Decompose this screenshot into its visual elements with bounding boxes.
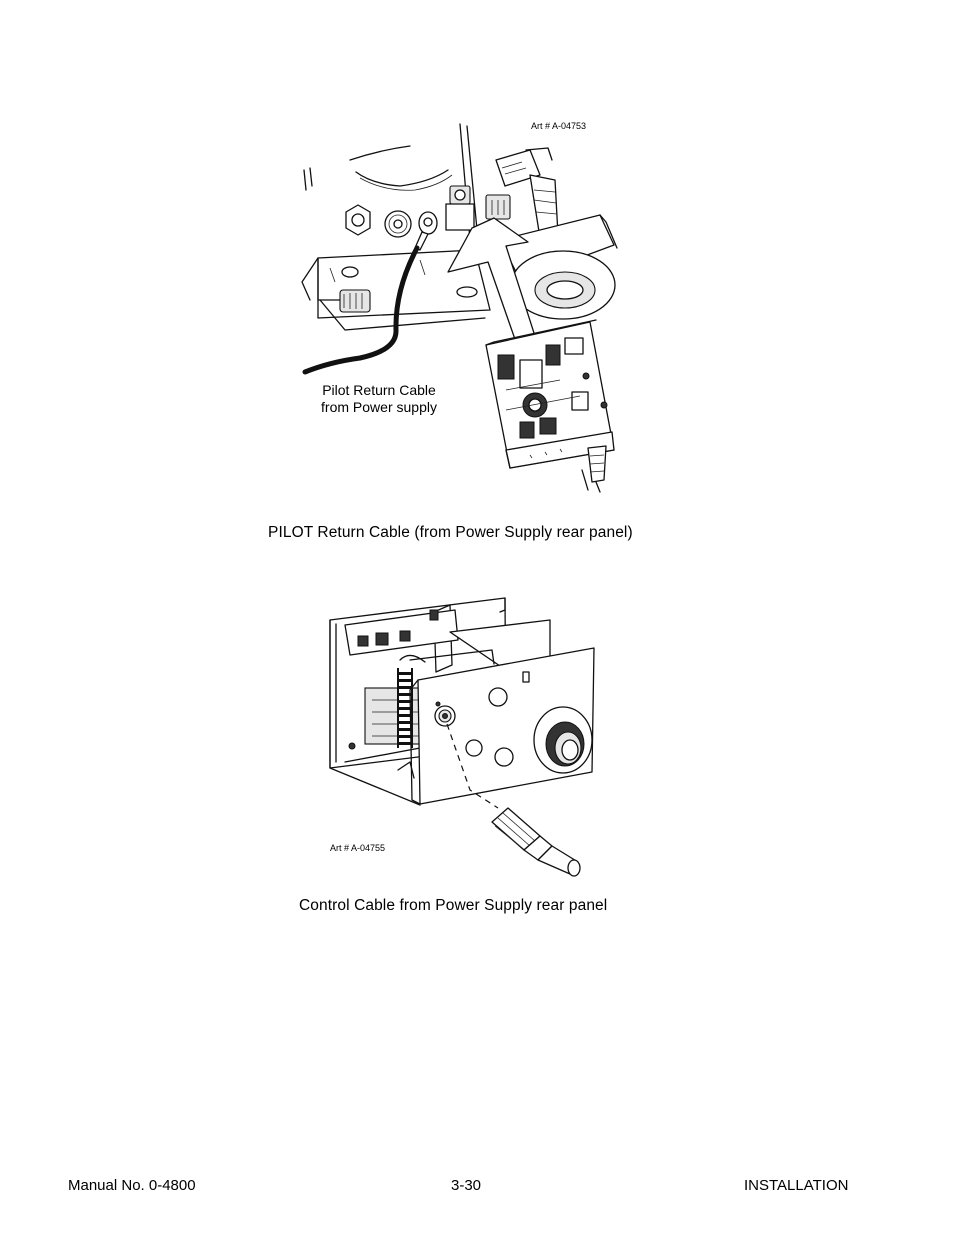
pilot-return-callout: Pilot Return Cable from Power supply [313,382,445,416]
footer-manual-number: Manual No. 0-4800 [68,1177,196,1194]
callout-line-1: Pilot Return Cable [322,382,436,398]
figure1-caption: PILOT Return Cable (from Power Supply re… [268,524,633,541]
callout-line-2: from Power supply [321,399,437,415]
figure2-caption: Control Cable from Power Supply rear pan… [299,897,608,914]
figure1-art-number: Art # A-04753 [531,121,587,131]
footer-page-number: 3-30 [451,1177,482,1194]
footer-section: INSTALLATION [744,1177,849,1194]
figure2-art-number: Art # A-04755 [330,843,386,853]
